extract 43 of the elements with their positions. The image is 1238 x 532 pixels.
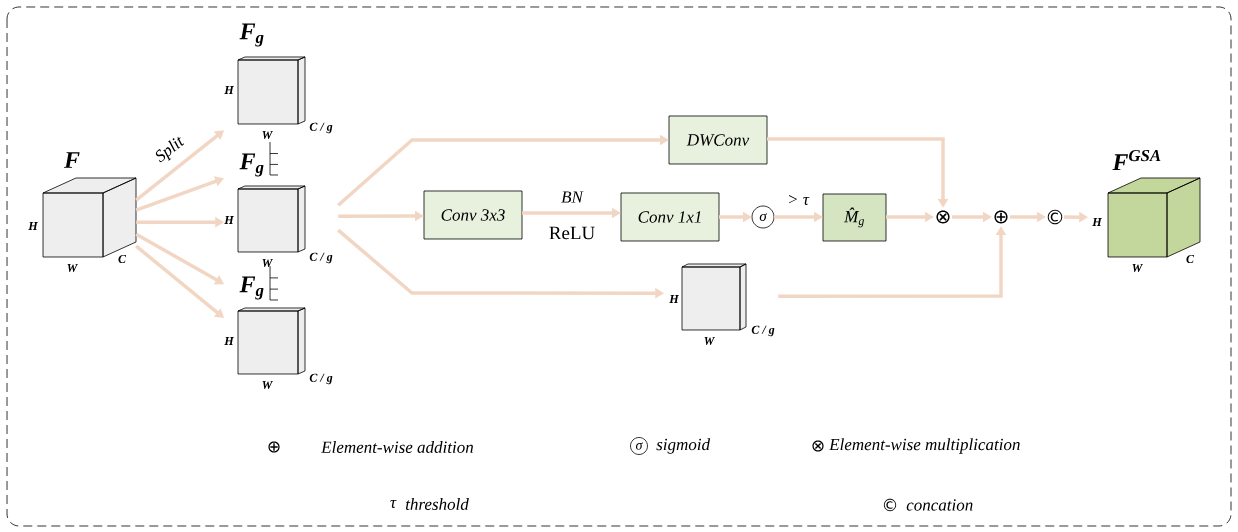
legend-text: sigmoid xyxy=(656,438,711,454)
dimension-label: W xyxy=(1132,264,1144,272)
operator-symbol: ⊕ xyxy=(994,210,1008,224)
dimension-label: W xyxy=(262,131,274,139)
edge-label: > τ xyxy=(786,194,810,206)
dimension-label: C xyxy=(118,254,127,263)
dimension-label: W xyxy=(704,336,716,345)
dimension-label: C xyxy=(1186,254,1195,263)
dimension-label: C / g xyxy=(751,325,775,337)
edge-label: Split xyxy=(151,132,189,168)
feature-label: F$_{g}$ xyxy=(239,276,264,300)
dimension-label: C / g xyxy=(309,252,333,264)
dimension-label: W xyxy=(262,380,274,389)
dimension-label: W xyxy=(262,259,274,267)
process-box: Conv 1x1 xyxy=(620,192,720,242)
dimension-label: H xyxy=(669,295,679,303)
process-box: M̂$_{g}$ xyxy=(822,193,887,242)
feature-label: F$^{GSA}$ xyxy=(1112,149,1161,171)
process-box: Conv 3x3 xyxy=(423,190,523,240)
edge-label: BN xyxy=(560,190,584,204)
dimension-label: H xyxy=(1092,218,1102,226)
legend-text: Element-wise multiplication xyxy=(829,438,1020,454)
legend-symbol: ⊗ xyxy=(812,440,824,452)
feature-label: F$_{g}$ xyxy=(239,23,264,47)
feature-label: F xyxy=(64,152,80,168)
legend-text: concation xyxy=(906,499,973,511)
operator-symbol: © xyxy=(1047,209,1063,225)
dimension-label: C / g xyxy=(309,373,333,385)
dimension-label: W xyxy=(67,264,79,272)
process-box: DWConv xyxy=(668,115,768,165)
activation-label: ReLU xyxy=(547,225,597,241)
dimension-label: H xyxy=(224,86,234,94)
dimension-label: H xyxy=(224,216,234,224)
legend-text: threshold xyxy=(405,498,469,510)
operator-symbol: ⊗ xyxy=(936,210,950,224)
legend-symbol: © xyxy=(883,498,897,512)
dimension-label: H xyxy=(224,337,234,345)
feature-label: F$_{g}$ xyxy=(239,153,264,177)
dimension-label: C / g xyxy=(309,122,333,134)
legend-symbol: ⊕ xyxy=(268,441,280,453)
legend-text: τ xyxy=(390,500,397,508)
dimension-label: H xyxy=(28,222,38,230)
legend-text: Element-wise addition xyxy=(321,441,474,453)
